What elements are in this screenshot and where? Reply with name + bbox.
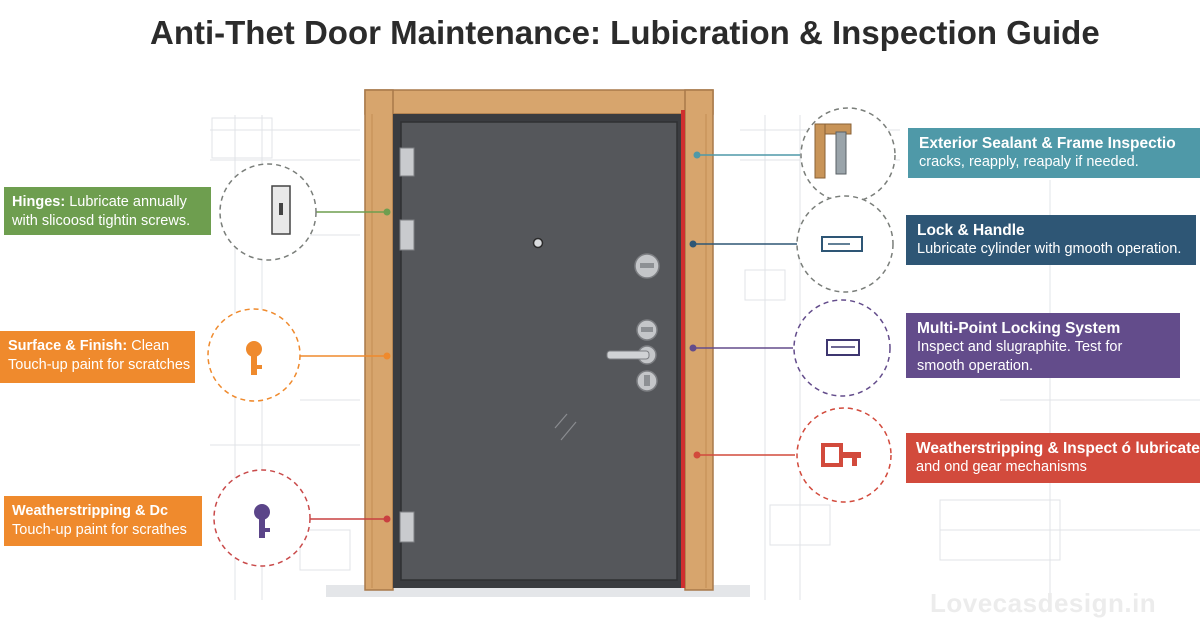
callout-surface-finish: Surface & Finish: Clean Touch-up paint f… xyxy=(0,331,195,383)
callout-exterior-sealant: Exterior Sealant & Frame Inspectio crack… xyxy=(908,128,1200,178)
peephole xyxy=(532,237,544,249)
callout-multipoint-text2: smooth operation. xyxy=(917,358,1034,374)
callout-hinges: Hinges: Lubricate annually with slicoosd… xyxy=(4,187,211,235)
surface-glint xyxy=(554,413,577,441)
page-title: Anti-Thet Door Maintenance: Lubicration … xyxy=(150,14,1100,51)
callout-weather-right-heading: Weatherstripping & Inspect ó lubricate a xyxy=(916,440,1200,457)
callout-weather-left-heading: Weatherstripping & Dc xyxy=(12,503,169,519)
callout-lock-handle: Lock & Handle Lubricate cylinder with gm… xyxy=(906,215,1196,265)
callout-weather-right-text: and ond gear mechanisms xyxy=(916,459,1087,475)
callout-multipoint-text: Inspect and slugraphite. Test for xyxy=(917,339,1123,355)
watermark: Lovecasdesign.in xyxy=(930,588,1157,618)
frame-corner-icon xyxy=(800,107,896,203)
callout-surface-heading: Surface & Finish: xyxy=(8,338,128,354)
purple-key-icon xyxy=(213,469,311,567)
callout-hinges-text: Lubricate annually xyxy=(65,194,187,210)
middle-lock-cylinder xyxy=(636,319,658,341)
lock-plate-icon xyxy=(796,195,894,293)
callout-hinges-text2: with slicoosd tightin screws. xyxy=(12,213,191,229)
locking-bar-icon xyxy=(793,299,891,397)
callout-exterior-heading: Exterior Sealant & Frame Inspectio xyxy=(919,135,1176,152)
callout-surface-text2: Touch-up paint for scratches xyxy=(8,357,191,373)
callout-weatherstripping-right: Weatherstripping & Inspect ó lubricate a… xyxy=(906,433,1200,483)
callout-surface-text: Clean xyxy=(127,338,170,354)
right-connectors xyxy=(689,151,800,459)
hinge-plate-icon xyxy=(219,163,317,261)
callout-lock-text: Lubricate cylinder with gmooth operation… xyxy=(917,241,1182,257)
callout-exterior-text: cracks, reapply, reapaly if needed. xyxy=(919,154,1139,170)
orange-key-icon xyxy=(207,308,301,402)
door-frame xyxy=(364,89,714,591)
callout-weatherstripping-left: Weatherstripping & Dc Touch-up paint for… xyxy=(4,496,202,546)
callout-hinges-heading: Hinges: xyxy=(12,194,66,210)
lower-lock-cylinder xyxy=(636,370,658,392)
upper-lock-cylinder xyxy=(634,253,660,279)
callout-multipoint-heading: Multi-Point Locking System xyxy=(917,320,1121,337)
callout-multi-point-locking: Multi-Point Locking System Inspect and s… xyxy=(906,313,1180,378)
gear-key-icon xyxy=(796,407,892,503)
door-hinges xyxy=(399,147,415,543)
door-handle xyxy=(606,345,657,365)
callout-lock-heading: Lock & Handle xyxy=(917,222,1025,239)
callout-weather-left-text: Touch-up paint for scrathes xyxy=(12,522,187,538)
left-connectors xyxy=(300,208,391,523)
